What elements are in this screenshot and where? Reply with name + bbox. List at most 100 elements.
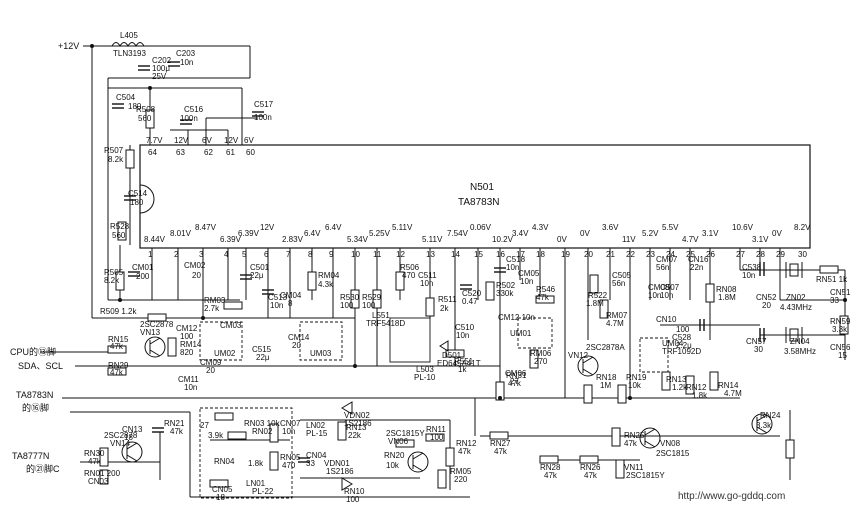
capacitor-cn10 [699,319,705,331]
diode-vdn02 [341,477,353,491]
pin-voltage: 8.01V [170,229,192,238]
component-label: 220 [454,475,468,484]
component-label: CN56 [830,343,851,352]
component-label: 470 [402,271,416,280]
component-label: 180 [128,102,142,111]
filter-um01 [517,317,553,349]
component-label: 820 [180,348,194,357]
component-label: CM12 10n [498,313,535,322]
pin-voltage: 5.2V [642,229,659,238]
component-label: C520 [462,289,482,298]
ta8783n-label: TA8783N [16,390,53,400]
pin-number: 22 [626,250,635,259]
pin-voltage: 4.3V [532,223,549,232]
component-label: 15 [838,351,847,360]
component-label: C203 [176,49,196,58]
component-label: UM01 [510,329,532,338]
component-label: 56n [612,279,625,288]
junction [118,298,122,302]
pin-voltage: 11V [622,235,636,244]
component-label: RN27 [490,439,511,448]
cpu-pin13-label: CPU的⑬脚 [10,346,56,357]
top-pin-number: 62 [204,148,213,157]
component-label: 10n [184,383,197,392]
component-label: 1.8k [692,391,708,400]
pin-voltage: 3.6V [602,223,619,232]
pin-number: 10 [351,250,360,259]
pin-voltage: 8.44V [144,235,166,244]
resistor-rn13b [395,439,415,448]
junction [201,316,205,320]
pin-number: 24 [666,250,675,259]
diode-vdn01 [341,401,353,415]
transistor-vn06 [407,451,429,473]
component-label: 47k [584,471,598,480]
component-label: RN26 [580,463,601,472]
transistor-vn13 [144,336,166,358]
chip-model: TA8783N [458,197,500,208]
resistor-r505 [115,271,125,291]
component-label: 47k [494,447,508,456]
component-label: R546 [536,285,556,294]
capacitor-c518 [494,267,506,273]
resistor-rn15 [107,345,127,354]
component-label: C516 [184,105,204,114]
component-label: 47k [170,427,184,436]
component-label: 25V [152,72,167,81]
component-label: 2SC2878A [586,343,625,352]
resistor-rn01 [214,412,234,421]
component-label: C505 [612,271,632,280]
component-label: C501 [250,263,270,272]
component-label: 56n [656,263,669,272]
inductor-l405 [111,42,145,48]
component-label: 2SC1815 [656,449,690,458]
component-label: CN04 [306,451,327,460]
pin-voltage: 3.4V [512,229,529,238]
component-label: 10n [180,58,193,67]
pin-voltage: 10.2V [492,235,514,244]
pin-number: 11 [373,250,382,259]
component-label: 10n [270,301,283,310]
resistor-r551 [445,349,465,358]
component-label: 2.7k [204,304,220,313]
component-label: R505 [104,268,124,277]
component-label: C202 [152,56,172,65]
resistor-rn08 [705,283,715,303]
component-label: ED645A41T [437,359,481,368]
pin-voltage: 8.47V [195,223,217,232]
component-label: CN10 [656,315,677,324]
component-label: UM03 [310,349,332,358]
component-label: UM02 [214,349,236,358]
component-label: 47k [544,471,558,480]
pin-number: 29 [776,250,785,259]
component-label: 22k [348,431,362,440]
component-label: 8.2k [104,276,120,285]
component-label: 2.2μ [676,341,692,350]
capacitor-cm01 [128,271,140,277]
component-label: 100 [430,433,444,442]
component-label: 2k [440,304,449,313]
component-label: R551 [454,357,474,366]
component-label: R502 [496,281,516,290]
resistor-r529 [372,289,382,309]
component-label: C538 [742,263,762,272]
resistor-rm03 [223,301,243,310]
component-label: 47k [536,293,550,302]
top-pin-number: 60 [246,148,255,157]
pin-voltage: 12V [260,223,275,232]
pin-number: 25 [686,250,695,259]
resistor-rn14 [709,371,719,391]
resistor-r508 [145,109,155,129]
capacitor-c520 [460,284,472,290]
component-label: CM04 [280,291,302,300]
junction [843,298,847,302]
component-label: PL-10 [414,373,436,382]
top-pin-voltage: 12V [224,136,239,145]
component-label: CN52 [756,293,777,302]
component-label: R511 [438,295,457,304]
component-label: 47k [624,439,638,448]
pin-voltage: 3.1V [702,229,719,238]
component-label: RN24 [760,411,781,420]
watermark: http://www.go-gddq.com [678,491,785,502]
